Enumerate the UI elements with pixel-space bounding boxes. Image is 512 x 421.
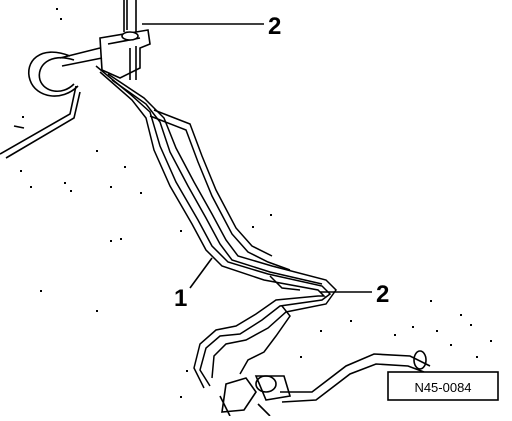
hose-loop — [28, 47, 103, 97]
top-rod — [123, 0, 137, 32]
bottom-fittings — [219, 375, 292, 417]
callout-top: 2 — [268, 13, 281, 40]
callout-left: 1 — [174, 285, 187, 312]
reference-code: N45-0084 — [414, 380, 471, 395]
mounting-bracket — [99, 29, 151, 80]
stipple-dots — [20, 8, 492, 398]
callout-middle-right: 2 — [376, 281, 389, 308]
reference-code-box — [387, 371, 499, 401]
leader-lines — [142, 23, 372, 293]
left-line — [0, 85, 81, 159]
lower-hose — [280, 350, 431, 403]
brake-line-bundle — [95, 65, 337, 389]
